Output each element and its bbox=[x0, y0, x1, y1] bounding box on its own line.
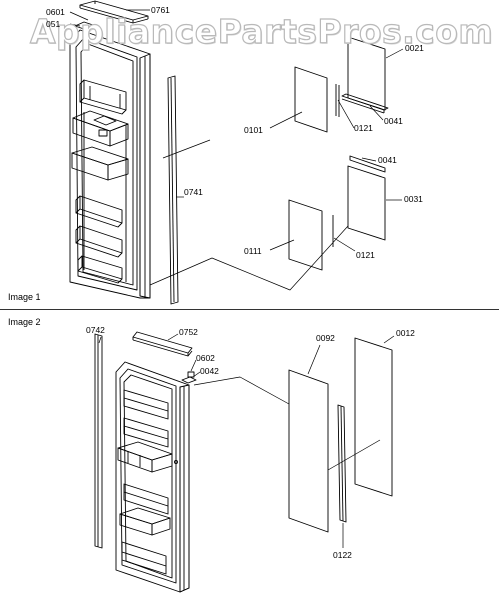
alignment-lines-image-2 bbox=[194, 377, 380, 470]
alignment-lines-image-1 bbox=[150, 140, 348, 290]
callout-0121-upper: 0121 bbox=[354, 123, 373, 133]
callout-0041-lower: 0041 bbox=[378, 155, 397, 165]
section-divider bbox=[0, 309, 499, 310]
callout-0021: 0021 bbox=[405, 43, 424, 53]
callout-0752: 0752 bbox=[179, 327, 198, 337]
callout-0602: 0602 bbox=[196, 353, 215, 363]
door-top-trim-strip bbox=[80, 1, 148, 23]
door-top-trim-strip-0752 bbox=[133, 332, 192, 356]
callout-0121-lower: 0121 bbox=[356, 250, 375, 260]
callout-0101: 0101 bbox=[244, 125, 263, 135]
callout-0601: 0601 bbox=[46, 7, 65, 17]
section-label-image-1: Image 1 bbox=[8, 292, 41, 302]
panel-0012 bbox=[355, 338, 392, 496]
callout-0042: 0042 bbox=[200, 366, 219, 376]
strip-0041-upper bbox=[342, 94, 388, 113]
trim-strip-0122 bbox=[338, 405, 346, 522]
freezer-door-assembly bbox=[70, 22, 150, 298]
door-gasket-strip-0741 bbox=[168, 76, 178, 304]
trim-strip-0121-upper bbox=[336, 84, 339, 117]
callout-0031: 0031 bbox=[404, 194, 423, 204]
callout-0741: 0741 bbox=[184, 187, 203, 197]
door-shelves bbox=[72, 80, 128, 283]
callout-0041-upper: 0041 bbox=[384, 116, 403, 126]
leader-lines-image-2 bbox=[99, 334, 394, 548]
panel-0031 bbox=[348, 166, 385, 240]
callout-0761: 0761 bbox=[151, 5, 170, 15]
callout-0122: 0122 bbox=[333, 550, 352, 560]
image-2-assembly bbox=[95, 332, 394, 592]
callout-0111: 0111 bbox=[244, 246, 262, 256]
door-shelves-image-2 bbox=[118, 390, 172, 574]
panel-0021 bbox=[348, 37, 385, 110]
fresh-food-door-assembly bbox=[116, 362, 189, 592]
hinge-clip-0602 bbox=[188, 372, 194, 377]
panel-0101 bbox=[295, 67, 327, 132]
callout-0092: 0092 bbox=[316, 333, 335, 343]
panel-0111 bbox=[289, 200, 322, 270]
hinge-clip-0042 bbox=[182, 377, 196, 383]
callout-051: 051 bbox=[46, 19, 61, 29]
leader-lines-image-1 bbox=[70, 10, 403, 251]
callout-0742: 0742 bbox=[86, 325, 105, 335]
panel-0092 bbox=[289, 370, 328, 532]
section-label-image-2: Image 2 bbox=[8, 317, 41, 327]
image-1-assembly bbox=[70, 1, 403, 304]
callout-0012: 0012 bbox=[396, 328, 415, 338]
door-gasket-strip-0742 bbox=[95, 334, 102, 548]
strip-0041-lower bbox=[350, 156, 385, 172]
